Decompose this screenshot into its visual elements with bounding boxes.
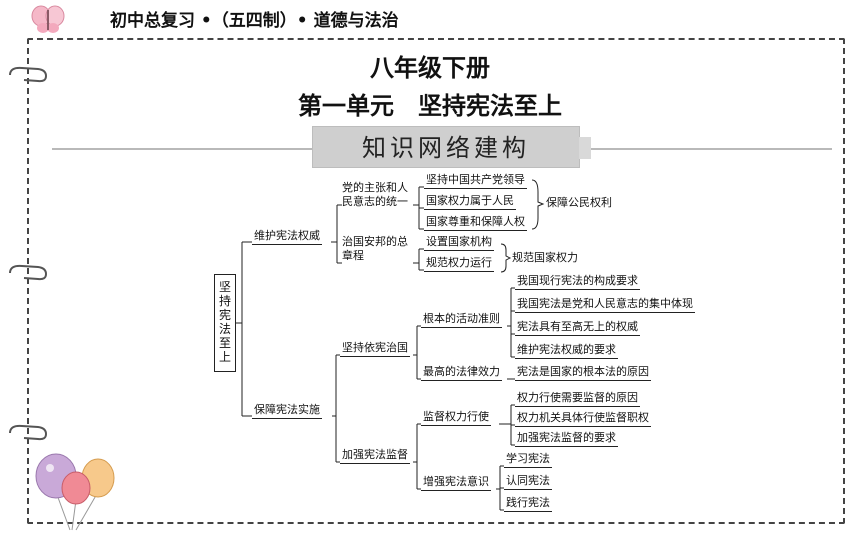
spring-clip-icon	[9, 66, 48, 83]
spring-clip-icon	[9, 424, 48, 441]
root-node: 坚持宪法至上	[214, 274, 236, 372]
item-party-people-embodiment: 我国宪法是党和人民意志的集中体现	[515, 297, 695, 313]
node-highest-legal-effect: 最高的法律效力	[421, 365, 502, 381]
root-label: 坚持宪法至上	[218, 280, 231, 364]
item-uphold-requirements: 维护宪法权威的要求	[515, 343, 618, 359]
item-regulate-power: 规范权力运行	[424, 256, 494, 272]
item-party-leadership: 坚持中国共产党领导	[424, 173, 527, 189]
node-fundamental-norm: 根本的活动准则	[421, 312, 502, 328]
node-constitutional-awareness: 增强宪法意识	[421, 475, 491, 491]
item-human-rights: 国家尊重和保障人权	[424, 215, 527, 231]
bracket-label-state-power: 规范国家权力	[512, 251, 578, 264]
item-power-belongs-people: 国家权力属于人民	[424, 194, 516, 210]
item-state-organs: 设置国家机构	[424, 235, 494, 251]
item-practice: 践行宪法	[504, 496, 552, 512]
course-header: 初中总复习 •（五四制）• 道德与法治	[110, 11, 399, 31]
node-strengthen-supervision: 加强宪法监督	[340, 448, 410, 464]
item-constitution-requirements: 我国现行宪法的构成要求	[515, 274, 640, 290]
item-fundamental-law-reason: 宪法是国家的根本法的原因	[515, 365, 651, 381]
branch-ensure-implementation: 保障宪法实施	[252, 403, 322, 419]
butterfly-icon	[30, 4, 66, 34]
grade-title: 八年级下册	[370, 54, 490, 82]
section-banner: 知识网络建构	[312, 126, 591, 168]
item-identify: 认同宪法	[504, 474, 552, 490]
bracket-label-citizen-rights: 保障公民权利	[546, 196, 612, 209]
spring-clip-icon	[9, 264, 48, 281]
node-rule-by-constitution: 坚持依宪治国	[340, 341, 410, 357]
node-general-charter: 治国安邦的总 章程	[342, 235, 408, 262]
item-study: 学习宪法	[504, 452, 552, 468]
balloons-icon	[26, 452, 126, 532]
item-supervision-reason: 权力行使需要监督的原因	[515, 391, 640, 407]
node-supervise-power: 监督权力行使	[421, 410, 491, 426]
node-party-people-will: 党的主张和人 民意志的统一	[342, 181, 408, 208]
branch-uphold-authority: 维护宪法权威	[252, 229, 322, 245]
item-supervision-requirements: 加强宪法监督的要求	[515, 431, 618, 447]
unit-title: 第一单元 坚持宪法至上	[298, 92, 562, 120]
dashed-frame	[27, 38, 845, 524]
item-organ-duties: 权力机关具体行使监督职权	[515, 411, 651, 427]
item-supreme-authority: 宪法具有至高无上的权威	[515, 320, 640, 336]
